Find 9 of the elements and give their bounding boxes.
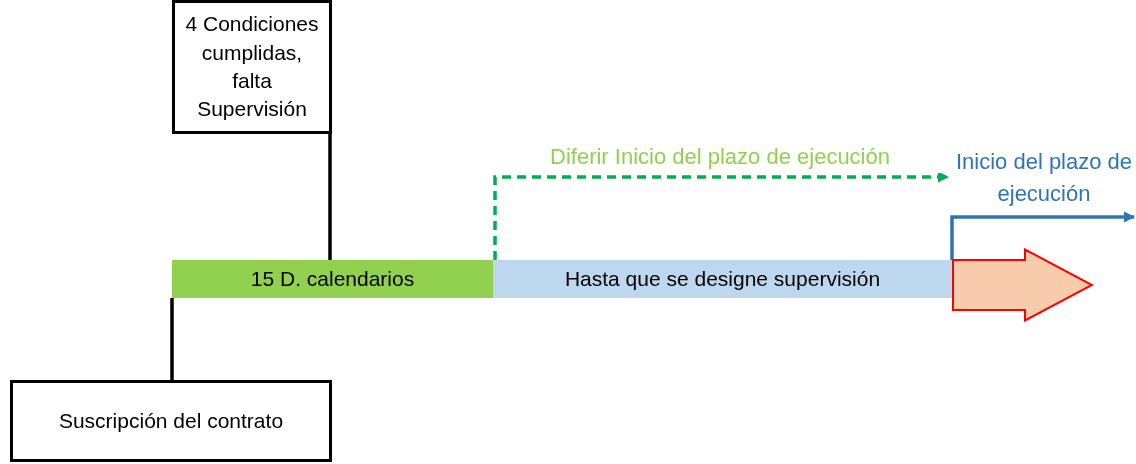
arrow (493, 171, 950, 260)
connector-line (170, 298, 174, 380)
event-box: Suscripción del contrato (10, 380, 332, 462)
arrow (950, 211, 1136, 260)
event-box: 4 Condiciones cumplidas, falta Supervisión (172, 0, 332, 134)
period-bar: 15 D. calendarios (172, 260, 493, 298)
connector-line (328, 134, 332, 260)
block-arrow (952, 248, 1094, 322)
period-bar: Hasta que se designe supervisión (493, 260, 952, 298)
